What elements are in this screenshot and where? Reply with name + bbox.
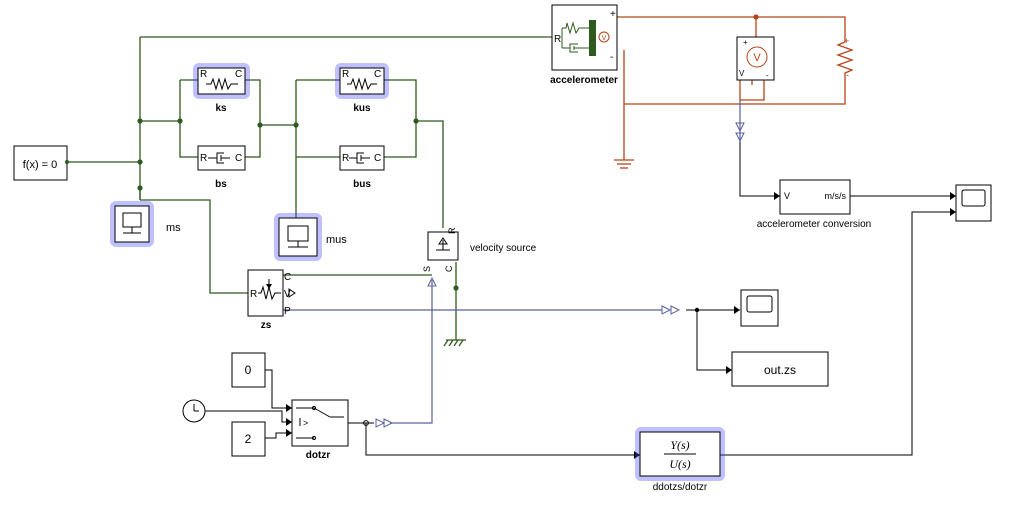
out-zs-label: out.zs <box>764 363 796 377</box>
constant-2-value: 2 <box>245 432 252 446</box>
resistor-port-plus: + <box>844 36 849 46</box>
conversion-input-label: V <box>784 191 790 201</box>
switch-criteria: > <box>303 418 308 428</box>
vsensor-port-v: V <box>739 69 745 78</box>
ms-mass-block[interactable]: ms <box>110 201 181 247</box>
resistor-port-minus: - <box>846 70 849 80</box>
mus-label: mus <box>326 234 347 246</box>
ms-label: ms <box>166 222 181 234</box>
tf-numerator: Y(s) <box>670 438 689 452</box>
switch-icon <box>296 406 344 440</box>
tf-denominator: U(s) <box>669 457 690 471</box>
scope-icon <box>746 295 773 313</box>
voltmeter-v-text: V <box>753 52 761 64</box>
accelerometer-icon: V <box>561 20 610 56</box>
accel-port-minus: - <box>610 52 613 63</box>
velocity-source-icon <box>436 237 450 251</box>
arrowheads <box>286 122 956 459</box>
clock-block[interactable] <box>182 399 206 423</box>
zs-port-v: V <box>284 289 291 300</box>
scope-block-accel[interactable] <box>955 184 992 222</box>
accelerometer-conversion-label: accelerometer conversion <box>757 219 872 230</box>
vs-port-c: C <box>444 265 454 272</box>
kus-label: kus <box>353 103 371 114</box>
velocity-source-block[interactable]: R S C velocity source <box>422 227 537 272</box>
zs-port-p: P <box>284 306 291 317</box>
accelerometer-conversion-block[interactable]: V m/s/s accelerometer conversion <box>757 179 872 230</box>
velocity-source-label: velocity source <box>470 243 537 254</box>
vsensor-plus: + <box>743 38 748 47</box>
solver-configuration-block[interactable]: f(x) = 0 <box>13 145 69 181</box>
bs-damper-block[interactable]: R C bs <box>197 145 246 190</box>
bs-port-r: R <box>200 153 207 164</box>
switch-block[interactable]: > dotzr <box>291 399 349 461</box>
accelerometer-block[interactable]: R + - V accelerometer <box>550 4 618 86</box>
solver-label: f(x) = 0 <box>23 159 58 171</box>
spring-icon <box>347 77 377 91</box>
bus-label: bus <box>353 179 371 190</box>
accel-port-r: R <box>554 34 561 45</box>
zs-port-c: C <box>284 272 291 283</box>
kus-spring-block[interactable]: R C kus <box>335 63 389 114</box>
vsensor-minus: - <box>766 71 769 80</box>
vs-port-r: R <box>447 227 457 234</box>
bs-label: bs <box>215 179 227 190</box>
scope-icon <box>961 189 986 207</box>
transfer-function-block[interactable]: Y(s) U(s) ddotzs/dotzr <box>635 427 725 493</box>
clock-icon <box>193 404 199 412</box>
tf-label: ddotzs/dotzr <box>653 482 708 493</box>
spring-icon <box>206 77 238 91</box>
accel-v-text: V <box>602 35 607 42</box>
constant-0-block[interactable]: 0 <box>231 352 266 388</box>
constant-2-block[interactable]: 2 <box>231 421 266 457</box>
bus-port-r: R <box>342 153 349 164</box>
mus-mass-block[interactable]: mus <box>274 213 347 261</box>
accelerometer-label: accelerometer <box>550 75 618 86</box>
kus-port-r: R <box>342 69 349 80</box>
bus-damper-block[interactable]: R C bus <box>339 145 385 190</box>
constant-0-value: 0 <box>245 363 252 377</box>
ks-port-r: R <box>200 69 207 80</box>
mass-icon <box>287 225 309 248</box>
bus-port-c: C <box>374 153 381 164</box>
dotzr-label: dotzr <box>306 450 331 461</box>
zs-sensor-block[interactable]: R C V P zs <box>247 269 296 331</box>
damper-icon <box>208 152 230 164</box>
kus-port-c: C <box>374 69 381 80</box>
conversion-output-label: m/s/s <box>825 191 847 201</box>
ks-port-c: C <box>235 69 242 80</box>
bs-port-c: C <box>235 153 242 164</box>
zs-port-r: R <box>250 289 257 300</box>
accel-port-plus: + <box>610 9 616 20</box>
zs-label: zs <box>261 320 272 331</box>
ks-label: ks <box>215 103 227 114</box>
vs-port-s: S <box>422 266 432 272</box>
mass-icon <box>122 212 142 234</box>
signal-connections <box>205 100 955 456</box>
damper-icon <box>349 152 370 164</box>
ks-spring-block[interactable]: R C ks <box>193 63 250 114</box>
mechanical-connections <box>67 36 552 347</box>
sensor-spring-icon <box>258 285 281 301</box>
scope-block-zs[interactable] <box>740 289 779 327</box>
voltage-sensor-block[interactable]: V + - V <box>736 36 775 81</box>
to-workspace-block[interactable]: out.zs <box>731 351 829 387</box>
resistor-block[interactable]: + - <box>836 36 854 80</box>
electrical-connections <box>614 14 846 169</box>
